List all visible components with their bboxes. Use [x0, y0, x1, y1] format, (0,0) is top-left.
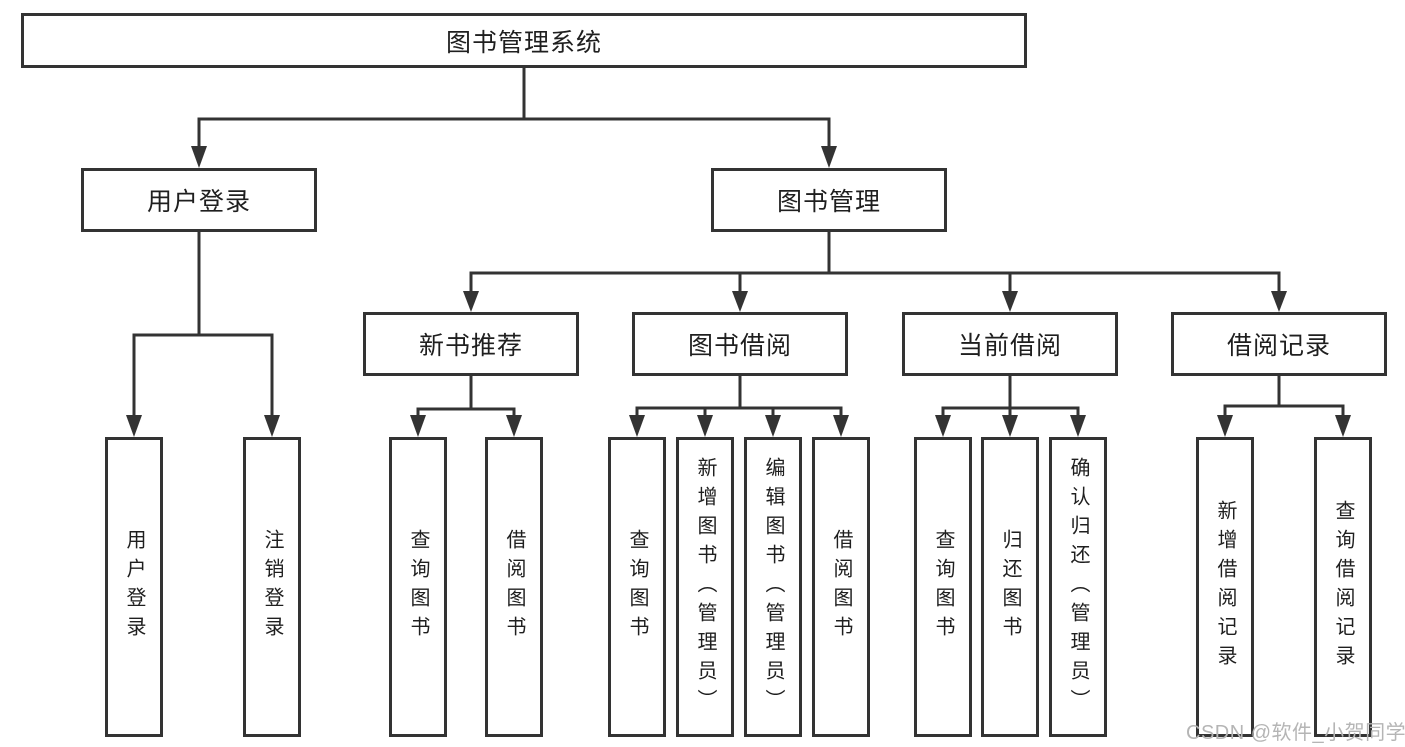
leaf-query-borrow-record-label: 查询借阅记录 [1332, 500, 1354, 674]
leaf-recommend-query-books: 查询图书 [389, 437, 447, 737]
leaf-logout-label: 注销登录 [261, 529, 283, 645]
node-user-login-label: 用户登录 [146, 188, 251, 216]
node-borrow-records-label: 借阅记录 [1226, 332, 1331, 360]
leaf-current-query-books-label: 查询图书 [932, 529, 954, 645]
leaf-current-query-books: 查询图书 [914, 437, 972, 737]
node-current-borrow: 当前借阅 [902, 312, 1118, 376]
connector-book-borrow-children [635, 376, 843, 418]
leaf-confirm-return-admin-label: 确认归还（管理员） [1067, 456, 1089, 718]
leaf-borrow-query-books: 查询图书 [608, 437, 666, 737]
node-new-book-recommend-label: 新书推荐 [418, 332, 523, 360]
leaf-add-book-admin-label: 新增图书（管理员） [694, 456, 716, 718]
leaf-edit-book-admin: 编辑图书（管理员） [744, 437, 802, 737]
connector-current-borrow-children [941, 376, 1080, 418]
leaf-return-books: 归还图书 [981, 437, 1039, 737]
node-user-login: 用户登录 [81, 168, 317, 232]
leaf-return-books-label: 归还图书 [999, 529, 1021, 645]
node-root-system: 图书管理系统 [21, 13, 1027, 68]
leaf-confirm-return-admin: 确认归还（管理员） [1049, 437, 1107, 737]
leaf-borrow-books: 借阅图书 [812, 437, 870, 737]
watermark: CSDN @软件_小贺同学 [1186, 722, 1405, 744]
leaf-add-book-admin: 新增图书（管理员） [676, 437, 734, 737]
node-book-management-label: 图书管理 [776, 188, 881, 216]
leaf-add-borrow-record-label: 新增借阅记录 [1214, 500, 1236, 674]
connector-new-book-children [416, 376, 516, 418]
connector-book-management-to-level3 [469, 232, 1281, 294]
leaf-query-borrow-record: 查询借阅记录 [1314, 437, 1372, 737]
node-root-system-label: 图书管理系统 [445, 28, 602, 57]
node-book-borrow: 图书借阅 [632, 312, 848, 376]
node-book-borrow-label: 图书借阅 [687, 332, 792, 360]
node-new-book-recommend: 新书推荐 [363, 312, 579, 376]
leaf-logout: 注销登录 [243, 437, 301, 737]
connector-user-login-children [132, 232, 274, 418]
leaf-edit-book-admin-label: 编辑图书（管理员） [762, 456, 784, 718]
leaf-add-borrow-record: 新增借阅记录 [1196, 437, 1254, 737]
leaf-borrow-books-label: 借阅图书 [830, 529, 852, 645]
leaf-recommend-query-books-label: 查询图书 [407, 529, 429, 645]
connector-root-to-level2 [197, 68, 831, 150]
leaf-recommend-borrow-books-label: 借阅图书 [503, 529, 525, 645]
leaf-user-login: 用户登录 [105, 437, 163, 737]
leaf-recommend-borrow-books: 借阅图书 [485, 437, 543, 737]
node-borrow-records: 借阅记录 [1171, 312, 1387, 376]
node-book-management: 图书管理 [711, 168, 947, 232]
connector-borrow-record-children [1223, 376, 1345, 418]
leaf-borrow-query-books-label: 查询图书 [626, 529, 648, 645]
node-current-borrow-label: 当前借阅 [957, 332, 1062, 360]
leaf-user-login-label: 用户登录 [123, 529, 145, 645]
arrowheads [126, 146, 1351, 437]
